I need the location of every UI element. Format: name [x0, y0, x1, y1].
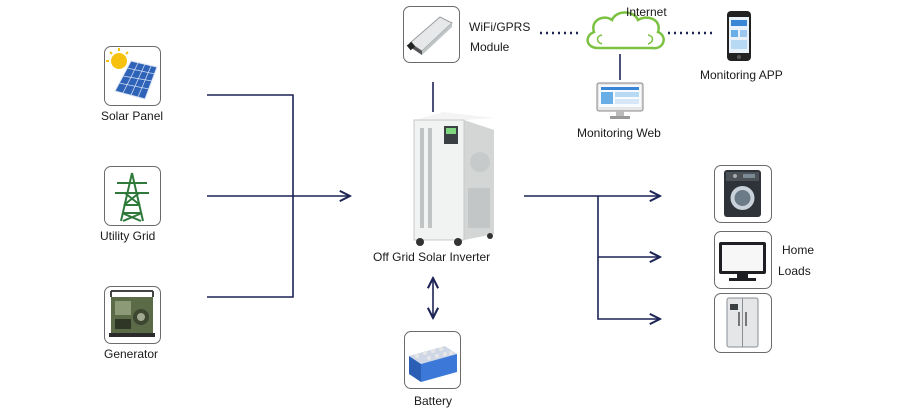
television-box — [714, 231, 772, 289]
wifi-module-box — [403, 6, 460, 63]
generator-label: Generator — [104, 347, 159, 361]
wifi-gprs-module-icon — [406, 16, 453, 55]
solar-panel-line — [207, 94, 294, 196]
generator-box — [104, 286, 161, 344]
battery-label: Battery — [414, 394, 453, 408]
monitor-icon — [596, 82, 644, 119]
refrigerator-box — [714, 293, 772, 353]
utility-grid-box — [104, 166, 161, 226]
inverter-label: Off Grid Solar Inverter — [373, 250, 491, 264]
power-tower-icon — [115, 172, 149, 222]
monitoring-app-label: Monitoring APP — [700, 68, 783, 82]
cloud-icon — [586, 11, 665, 50]
solar-panel-label: Solar Panel — [101, 109, 164, 123]
smartphone-icon — [727, 11, 751, 61]
loads-branch-tv — [597, 196, 660, 257]
washing-machine-icon — [724, 170, 761, 217]
solar-panel-box — [104, 46, 161, 106]
internet-label: Internet — [626, 5, 667, 19]
battery-box — [404, 331, 461, 389]
television-icon — [719, 242, 766, 281]
inverter-cabinet-icon — [413, 112, 494, 246]
refrigerator-icon — [726, 297, 759, 348]
utility-grid-label: Utility Grid — [100, 229, 156, 243]
home-loads-label-line1: Home — [782, 243, 815, 257]
monitoring-web-label: Monitoring Web — [577, 126, 661, 140]
home-loads-label-line2: Loads — [778, 264, 811, 278]
wifi-module-label-line2: Module — [470, 40, 510, 54]
solar-panel-icon — [106, 48, 158, 100]
washing-machine-box — [714, 165, 772, 223]
wifi-module-label-line1: WiFi/GPRS — [469, 20, 531, 34]
battery-bank-icon — [409, 346, 457, 382]
loads-branch-fridge — [597, 257, 660, 319]
generator-icon — [109, 290, 155, 337]
generator-line — [207, 196, 294, 298]
